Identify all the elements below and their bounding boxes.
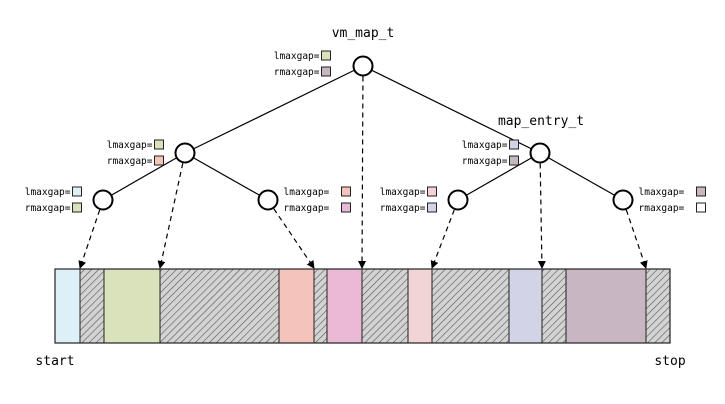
rmaxgap-label: rmaxgap= (462, 156, 508, 167)
free-gap-segment (407, 268, 433, 344)
rmaxgap-label: rmaxgap= (274, 67, 320, 78)
rmaxgap-swatch (72, 202, 82, 213)
rmaxgap-swatch (154, 155, 164, 166)
rmaxgap-label: rmaxgap= (107, 156, 153, 167)
gap-annotations: lmaxgap=rmaxgap=lmaxgap=rmaxgap=lmaxgap=… (25, 50, 706, 214)
gap-annotation-left-left: lmaxgap= rmaxgap= (25, 186, 82, 214)
gap-annotation-right-right: lmaxgap= rmaxgap= (639, 186, 706, 214)
lmaxgap-swatch (321, 50, 331, 61)
lmaxgap-swatch (696, 186, 706, 197)
gap-annotation-left: lmaxgap= rmaxgap= (107, 139, 164, 167)
allocated-segment (313, 268, 328, 344)
free-gap-segment (508, 268, 543, 344)
rmaxgap-swatch (696, 202, 706, 213)
start-label: start (35, 354, 74, 369)
free-gap-segment (278, 268, 315, 344)
tree-edge (539, 152, 624, 201)
entry-pointer-arrow (430, 209, 455, 269)
allocated-segment (361, 268, 409, 344)
free-gap-segment (565, 268, 647, 344)
tree-edge (362, 65, 541, 154)
free-gap-segment (326, 268, 363, 344)
allocated-segment (431, 268, 510, 344)
entry-pointer-arrow (358, 76, 367, 269)
lmaxgap-swatch (427, 186, 437, 197)
entry-pointer-arrow (625, 209, 648, 269)
allocated-segment (159, 268, 280, 344)
lmaxgap-label: lmaxgap= (25, 187, 71, 198)
gap-annotation-right: lmaxgap= rmaxgap= (462, 139, 519, 167)
bar-outline (54, 268, 671, 344)
tree-node-right-left (447, 189, 469, 211)
tree-edge (102, 152, 186, 201)
tree-edge (184, 152, 269, 201)
rmaxgap-label: rmaxgap= (25, 203, 71, 214)
lmaxgap-label: lmaxgap= (274, 51, 320, 62)
tree-edges (102, 65, 624, 201)
allocated-segment (79, 268, 105, 344)
tree-node-left (174, 142, 196, 164)
gap-annotation-right-left: lmaxgap= rmaxgap= (380, 186, 437, 214)
address-space-bar (54, 268, 671, 344)
tree-edge (457, 152, 541, 201)
lmaxgap-label: lmaxgap= (639, 187, 685, 198)
entry-type-label: map_entry_t (498, 114, 584, 129)
lmaxgap-swatch (509, 139, 519, 150)
stop-label: stop (654, 354, 685, 369)
allocated-segment (645, 268, 671, 344)
rmaxgap-swatch (321, 66, 331, 77)
rmaxgap-swatch (509, 155, 519, 166)
lmaxgap-swatch (72, 186, 82, 197)
lmaxgap-label: lmaxgap= (107, 140, 153, 151)
tree-nodes (92, 55, 634, 211)
lmaxgap-label: lmaxgap= (462, 140, 508, 151)
tree-node-root (352, 55, 374, 77)
entry-pointer-arrow (537, 163, 546, 269)
entry-pointers (78, 76, 648, 269)
tree-node-right-right (612, 189, 634, 211)
gap-annotation-root: lmaxgap= rmaxgap= (274, 50, 331, 78)
rmaxgap-swatch (341, 202, 351, 213)
tree-node-right (529, 142, 551, 164)
lmaxgap-label: lmaxgap= (380, 187, 426, 198)
rmaxgap-swatch (427, 202, 437, 213)
rmaxgap-label: rmaxgap= (380, 203, 426, 214)
free-gap-segment (54, 268, 81, 344)
tree-node-left-right (257, 189, 279, 211)
tree-node-left-left (92, 189, 114, 211)
rmaxgap-label: rmaxgap= (284, 203, 330, 214)
lmaxgap-swatch (341, 186, 351, 197)
allocated-segment (541, 268, 567, 344)
free-gap-segment (103, 268, 161, 344)
root-type-label: vm_map_t (332, 26, 395, 41)
entry-pointer-arrow (273, 208, 315, 269)
entry-pointer-arrow (78, 209, 101, 269)
gap-annotation-left-right: lmaxgap= rmaxgap= (284, 186, 351, 214)
lmaxgap-label: lmaxgap= (284, 187, 330, 198)
tree-edge (184, 65, 364, 154)
entry-pointer-arrow (157, 163, 184, 269)
rmaxgap-label: rmaxgap= (639, 203, 685, 214)
lmaxgap-swatch (154, 139, 164, 150)
